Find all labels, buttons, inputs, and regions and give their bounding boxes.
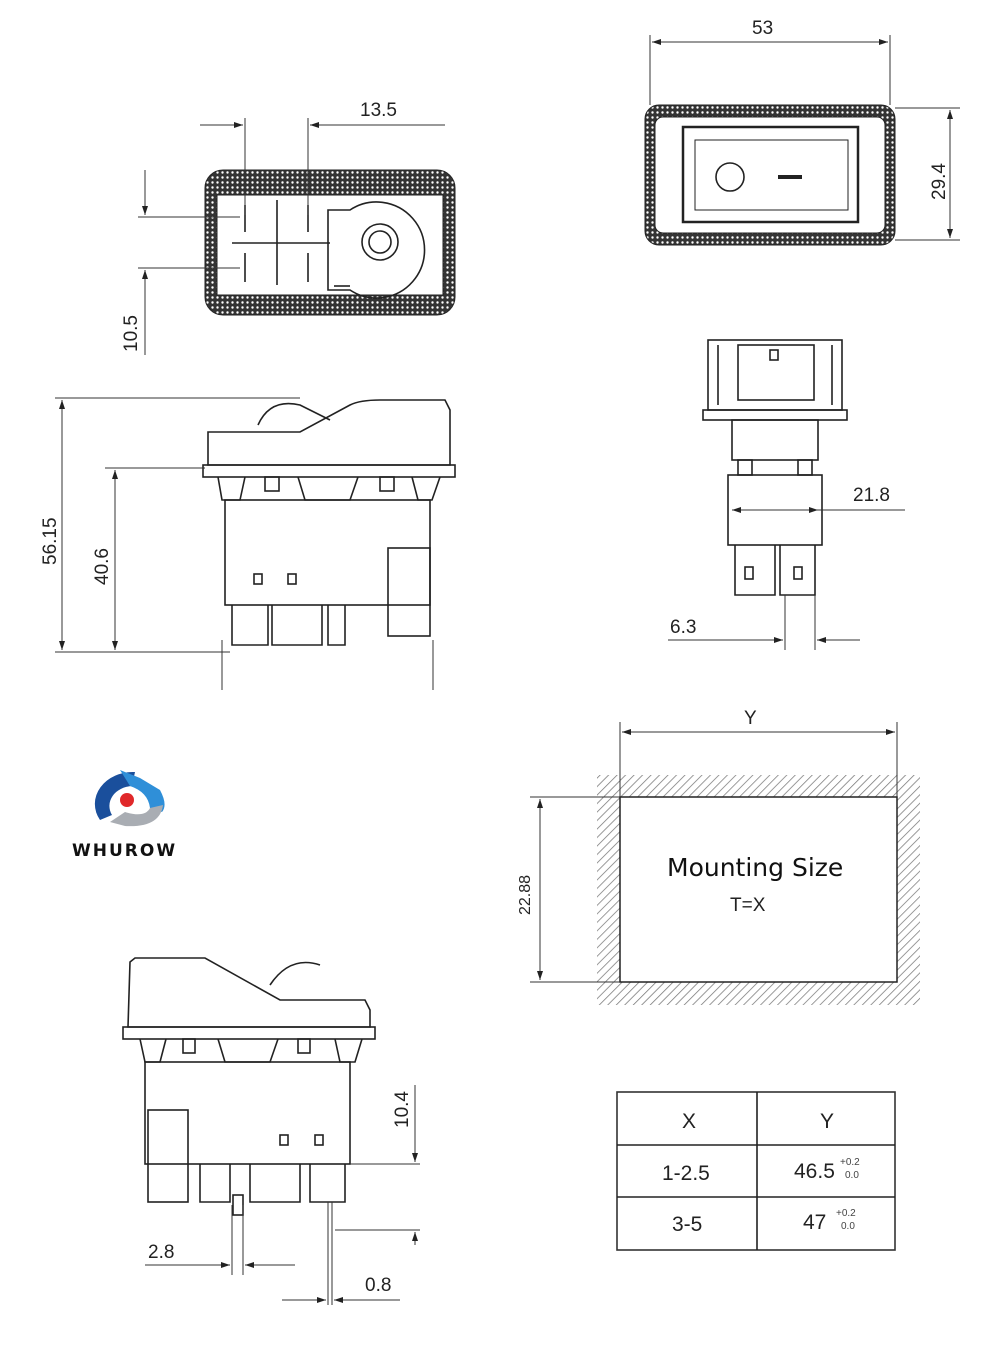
table-cell-tol-lower: 0.0: [845, 1170, 859, 1181]
table-cell-tol-upper: +0.2: [836, 1208, 856, 1219]
dim-terminal-length: 10.4: [392, 1091, 413, 1128]
logo-text: WHUROW: [72, 841, 177, 861]
dim-side-total-height: 56.15: [40, 517, 61, 565]
dim-terminal-tab: 2.8: [148, 1242, 174, 1263]
mounting-title: Mounting Size: [667, 853, 843, 882]
side-view: 56.15 40.6: [40, 397, 456, 690]
end-view: 21.8 6.3: [668, 339, 905, 650]
table-cell-tol-lower: 0.0: [841, 1221, 855, 1232]
table-cell-x: 1-2.5: [662, 1162, 710, 1185]
table-cell-y: 47: [803, 1211, 826, 1234]
front-view: 53 29.4: [644, 18, 960, 246]
top-view: 13.5 10.5: [121, 100, 456, 355]
mounting-size-diagram: Y 22.88 Mounting Size T=X: [517, 708, 920, 1005]
table-cell-tol-upper: +0.2: [840, 1157, 860, 1168]
mounting-height-label: 22.88: [517, 875, 534, 915]
whurow-logo: WHUROW: [72, 770, 177, 861]
table-header-y: Y: [820, 1110, 834, 1133]
mounting-subtitle: T=X: [730, 895, 766, 916]
mounting-width-label: Y: [744, 708, 757, 729]
dim-top-width: 13.5: [360, 100, 397, 121]
mounting-size-table: X Y 1-2.5 46.5 +0.2 0.0 3-5 47 +0.2 0.0: [616, 1091, 896, 1251]
dim-front-height: 29.4: [929, 163, 950, 200]
off-symbol-icon: [715, 162, 745, 192]
dim-end-width: 21.8: [853, 485, 890, 506]
dim-top-pitch: 10.5: [121, 315, 142, 352]
table-cell-x: 3-5: [672, 1213, 702, 1236]
table-cell-y: 46.5: [794, 1160, 835, 1183]
table-header-x: X: [682, 1110, 696, 1133]
dim-terminal-width: 6.3: [670, 617, 696, 638]
dim-side-body-height: 40.6: [92, 548, 113, 585]
dim-front-width: 53: [752, 18, 773, 39]
side-view-terminals: 10.4 2.8 0.8: [122, 957, 420, 1305]
dim-terminal-thickness: 0.8: [365, 1275, 391, 1296]
